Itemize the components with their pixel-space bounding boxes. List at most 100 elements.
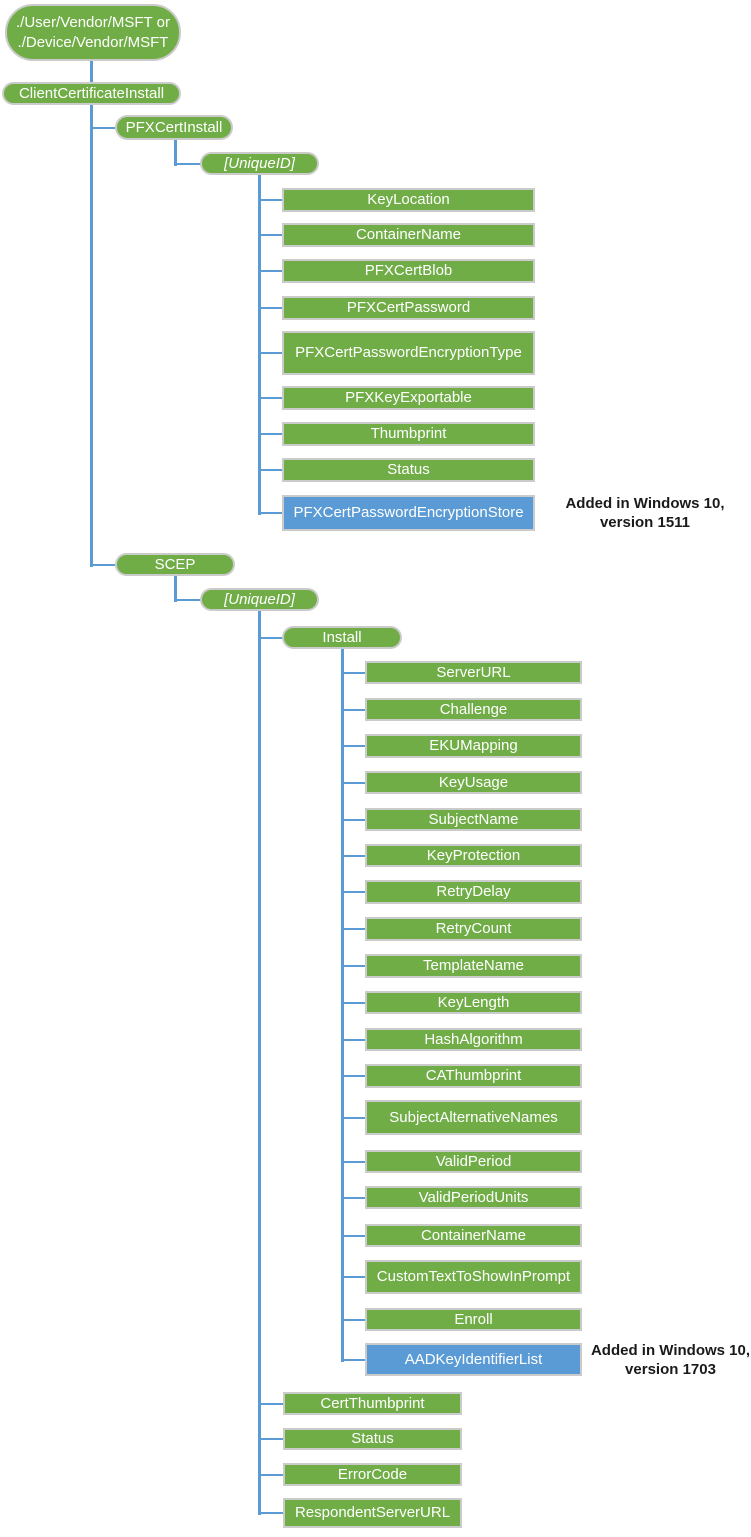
tree-node-install-container-name: ContainerName	[365, 1224, 582, 1247]
connector-stub-install-valid-period	[340, 1161, 368, 1163]
tree-node-install: Install	[282, 626, 402, 649]
node-label: Install	[322, 628, 362, 646]
tree-node-install-subject-name: SubjectName	[365, 808, 582, 831]
connector-stub-pfx-container-name	[257, 234, 285, 236]
connector-stub-pfx-cert-password	[257, 307, 285, 309]
connector-stub-install-key-protection	[340, 855, 368, 857]
connector-stub-install-subject-alternative-names	[340, 1117, 368, 1119]
node-label: PFXCertPasswordEncryptionStore	[293, 504, 524, 521]
connector-stub-pfx-cert-password-encryption-store	[257, 512, 285, 514]
node-label: KeyUsage	[438, 773, 509, 791]
connector-stub-install-enroll	[340, 1319, 368, 1321]
node-label: SCEP	[154, 555, 196, 573]
connector-stub-pfx-cert-blob	[257, 270, 285, 272]
tree-node-scep-respondent-server-url: RespondentServerURL	[283, 1498, 462, 1528]
node-label: PFXCertBlob	[364, 262, 453, 279]
connector-stub-pfx-thumbprint	[257, 433, 285, 435]
tree-node-install-enroll: Enroll	[365, 1308, 582, 1331]
node-label: ValidPeriodUnits	[418, 1188, 529, 1206]
node-label: ServerURL	[436, 663, 511, 681]
connector-stub-install-retry-count	[340, 928, 368, 930]
node-label: ./User/Vendor/MSFT or ./Device/Vendor/MS…	[16, 13, 170, 51]
connector-stub-install-key-length	[340, 1002, 368, 1004]
node-label: PFXCertInstall	[125, 118, 223, 136]
connector-stub-install-ca-thumbprint	[340, 1075, 368, 1077]
tree-node-pfx-unique-id: [UniqueID]	[200, 152, 319, 175]
tree-node-pfx-status: Status	[282, 458, 535, 482]
connector-stub-install-hash-algorithm	[340, 1039, 368, 1041]
trunk-scep-unique-id	[257, 610, 261, 1515]
node-label: [UniqueID]	[224, 590, 295, 608]
tree-node-scep: SCEP	[115, 553, 235, 576]
connector-stub-install-server-url	[340, 672, 368, 674]
node-label: Status	[351, 1430, 394, 1447]
tree-node-install-eku-mapping: EKUMapping	[365, 734, 582, 758]
tree-node-install-server-url: ServerURL	[365, 661, 582, 684]
node-label: EKUMapping	[429, 737, 518, 754]
tree-node-install-ca-thumbprint: CAThumbprint	[365, 1064, 582, 1088]
tree-node-install-retry-delay: RetryDelay	[365, 880, 582, 904]
node-label: ErrorCode	[337, 1465, 408, 1483]
node-label: ValidPeriod	[435, 1152, 512, 1170]
node-label: KeyProtection	[426, 846, 521, 864]
connector-stub-install-container-name	[340, 1235, 368, 1237]
tree-node-scep-status: Status	[283, 1428, 462, 1450]
tree-node-install-challenge: Challenge	[365, 698, 582, 721]
trunk-root-to-cci	[89, 60, 93, 83]
trunk-scep	[173, 575, 177, 602]
tree-node-pfx-cert-install: PFXCertInstall	[115, 115, 233, 140]
tree-node-pfx-container-name: ContainerName	[282, 223, 535, 247]
tree-node-install-template-name: TemplateName	[365, 954, 582, 978]
connector-stub-scep-unique-id	[173, 599, 203, 601]
connector-stub-install-challenge	[340, 709, 368, 711]
node-label: SubjectAlternativeNames	[389, 1108, 558, 1126]
connector-stub-pfx-key-exportable	[257, 397, 285, 399]
node-label: [UniqueID]	[224, 154, 295, 172]
node-label: ClientCertificateInstall	[18, 84, 165, 102]
connector-stub-install-key-usage	[340, 782, 368, 784]
node-label: RetryDelay	[436, 883, 511, 900]
connector-stub-pfx-key-location	[257, 199, 285, 201]
connector-stub-scep-error-code	[257, 1474, 286, 1476]
node-label: PFXCertPassword	[346, 299, 471, 316]
connector-stub-install-subject-name	[340, 819, 368, 821]
connector-stub-install-aad-key-identifier-list	[340, 1359, 368, 1361]
node-label: RespondentServerURL	[294, 1504, 451, 1521]
annotation-1703: Added in Windows 10, version 1703	[590, 1342, 751, 1378]
connector-stub-pfx-cert-password-encryption-type	[257, 352, 285, 354]
tree-node-install-valid-period-units: ValidPeriodUnits	[365, 1186, 582, 1209]
node-label: PFXKeyExportable	[345, 389, 472, 406]
connector-stub-pfx-cert-install	[89, 127, 118, 129]
tree-node-install-key-usage: KeyUsage	[365, 771, 582, 794]
node-label: AADKeyIdentifierList	[404, 1350, 543, 1368]
tree-node-scep-cert-thumbprint: CertThumbprint	[283, 1392, 462, 1415]
annotation-1511: Added in Windows 10, version 1511	[565, 495, 725, 531]
tree-node-install-subject-alternative-names: SubjectAlternativeNames	[365, 1100, 582, 1135]
tree-node-pfx-cert-password-encryption-type: PFXCertPasswordEncryptionType	[282, 331, 535, 375]
connector-stub-install-template-name	[340, 965, 368, 967]
tree-node-install-key-protection: KeyProtection	[365, 844, 582, 867]
tree-node-install-retry-count: RetryCount	[365, 917, 582, 941]
trunk-cci-spine	[89, 104, 93, 567]
connector-stub-scep	[89, 564, 118, 566]
tree-node-install-key-length: KeyLength	[365, 991, 582, 1014]
node-label: CAThumbprint	[425, 1067, 522, 1084]
tree-node-pfx-key-exportable: PFXKeyExportable	[282, 386, 535, 410]
connector-stub-install-eku-mapping	[340, 745, 368, 747]
connector-stub-install-retry-delay	[340, 891, 368, 893]
connector-stub-scep-cert-thumbprint	[257, 1403, 286, 1405]
node-label: HashAlgorithm	[424, 1030, 523, 1048]
trunk-pfx-unique-id	[257, 174, 261, 515]
tree-node-install-valid-period: ValidPeriod	[365, 1150, 582, 1173]
node-label: ContainerName	[420, 1226, 527, 1244]
node-label: PFXCertPasswordEncryptionType	[295, 344, 522, 361]
connector-stub-install-valid-period-units	[340, 1197, 368, 1199]
tree-node-client-certificate-install: ClientCertificateInstall	[2, 82, 181, 105]
node-label: KeyLength	[437, 993, 510, 1011]
tree-node-pfx-cert-password-encryption-store: PFXCertPasswordEncryptionStore	[282, 495, 535, 531]
node-label: Thumbprint	[370, 425, 447, 442]
connector-stub-pfx-unique-id	[173, 163, 203, 165]
node-label: Challenge	[439, 700, 508, 718]
node-label: RetryCount	[435, 920, 512, 937]
